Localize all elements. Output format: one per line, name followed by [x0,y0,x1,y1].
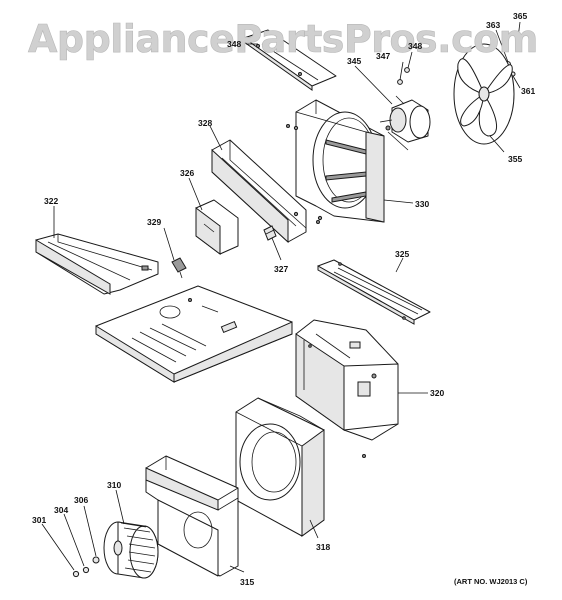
air-duct-channel [211,139,307,244]
nut-347 [397,79,403,85]
blower-scroll-housing [235,397,325,537]
callout-320: 320 [430,388,444,398]
base-pan [95,285,293,383]
switch-clip [171,257,187,279]
screw-dot [362,454,366,458]
callout-301: 301 [32,515,46,525]
leader-lines [41,21,521,573]
callout-315: 315 [240,577,254,587]
top-cover-plate [243,29,337,91]
screw-dot [308,344,312,348]
air-outlet-duct [145,455,239,577]
nut-348 [404,67,410,73]
washer-304 [82,566,90,574]
callout-345: 345 [347,56,361,66]
callout-363: 363 [486,20,500,30]
callout-322: 322 [44,196,58,206]
washer-306 [92,556,100,564]
mounting-panel [317,259,431,325]
condenser-fan-blade [453,43,515,145]
callout-326: 326 [180,168,194,178]
callout-304: 304 [54,505,68,515]
callout-328: 328 [198,118,212,128]
watermark: AppliancePartsPros.com [28,17,538,61]
callout-327: 327 [274,264,288,274]
screw-dot [286,124,290,128]
art-number: (ART NO. WJ2013 C) [454,577,528,586]
callout-325: 325 [395,249,409,259]
callout-330: 330 [415,199,429,209]
callout-355: 355 [508,154,522,164]
callout-361: 361 [521,86,535,96]
fan-shroud [293,99,385,223]
callout-306: 306 [74,495,88,505]
blower-wheel [103,521,159,579]
fan-motor [379,95,431,151]
clip [263,225,277,241]
drain-channel [35,233,159,295]
callout-329: 329 [147,217,161,227]
washer-301 [72,570,80,578]
callout-348-nut: 348 [408,41,422,51]
callout-347: 347 [376,51,390,61]
callout-365: 365 [513,11,527,21]
bracket [195,199,239,255]
control-housing [295,319,399,441]
callout-318: 318 [316,542,330,552]
callout-348: 348 [227,39,241,49]
screw-dot [316,220,320,224]
callout-310: 310 [107,480,121,490]
